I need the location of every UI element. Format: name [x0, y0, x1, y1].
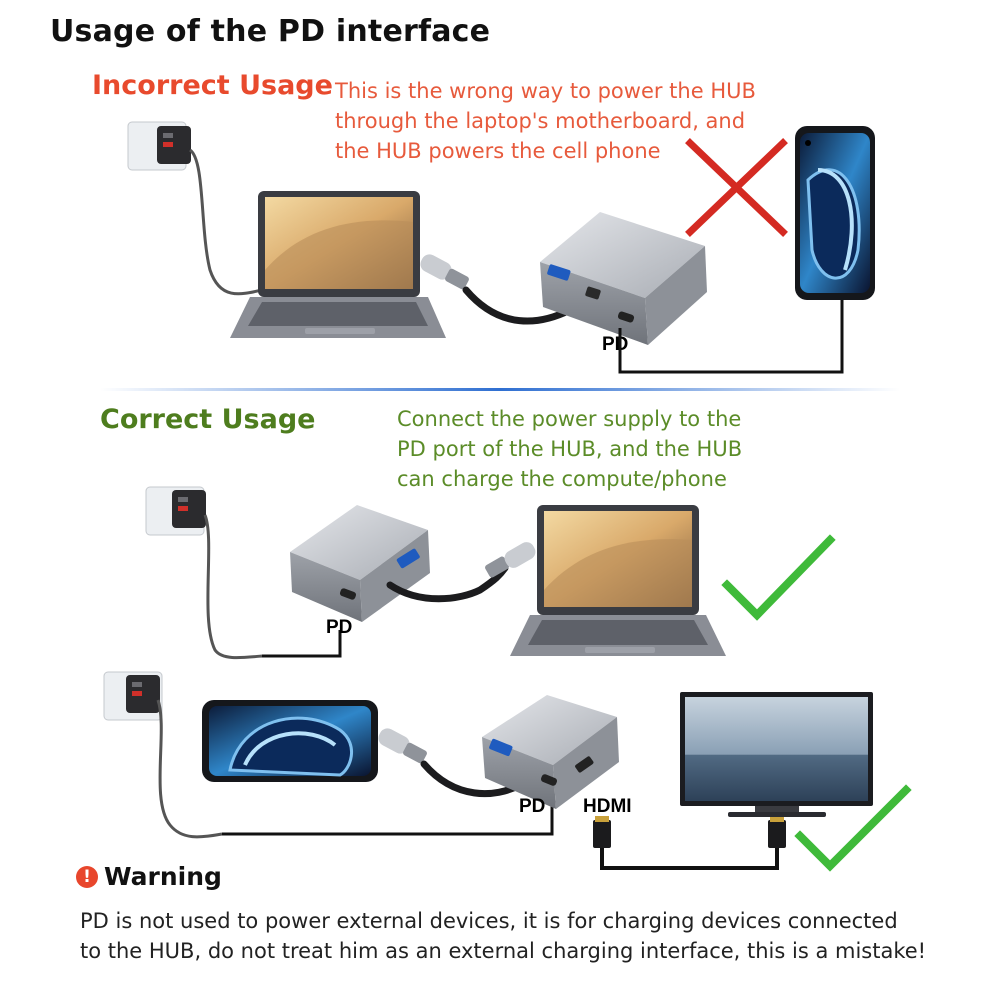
pd-label: PD: [602, 334, 628, 355]
warning-text: PD is not used to power external devices…: [80, 906, 980, 966]
laptop: [230, 191, 446, 338]
charger-cable: [188, 148, 263, 296]
cross-icon: [685, 138, 788, 237]
television: [680, 692, 873, 817]
hdmi-cable: [593, 816, 786, 870]
wall-charger: [103, 671, 163, 721]
correct-desc-line: can charge the compute/phone: [397, 467, 727, 491]
warning-text-line: PD is not used to power external devices…: [80, 909, 898, 933]
check-icon: [721, 534, 836, 621]
incorrect-desc-line: through the laptop's motherboard, and: [335, 109, 746, 133]
pd-cable: [222, 806, 554, 836]
correct-desc-line: Connect the power supply to the: [397, 407, 742, 431]
charger-cable: [156, 699, 223, 839]
page-title: Usage of the PD interface: [50, 14, 491, 49]
smartphone: [795, 126, 875, 300]
usb-hub: [540, 212, 707, 345]
pd-cable: [618, 300, 844, 374]
incorrect-desc-line: the HUB powers the cell phone: [335, 139, 661, 163]
usb-hub: [482, 695, 619, 809]
warning-header: ! Warning: [76, 862, 222, 891]
incorrect-desc-line: This is the wrong way to power the HUB: [335, 79, 756, 103]
hdmi-label: HDMI: [583, 796, 632, 817]
incorrect-usage-heading: Incorrect Usage: [92, 70, 333, 101]
charger-cable: [203, 514, 263, 660]
pd-label: PD: [519, 796, 545, 817]
warning-icon: !: [76, 865, 98, 888]
wall-charger: [127, 121, 191, 171]
usb-c-cable: [386, 542, 536, 603]
correct-desc-line: PD port of the HUB, and the HUB: [397, 437, 743, 461]
check-icon: [794, 784, 912, 872]
laptop: [510, 505, 726, 656]
correct-usage-heading: Correct Usage: [100, 404, 316, 435]
smartphone: [202, 700, 378, 782]
warning-title: Warning: [104, 862, 222, 891]
pd-cable: [262, 630, 342, 658]
wall-charger: [145, 486, 206, 536]
section-divider: [100, 388, 900, 391]
pd-label: PD: [326, 617, 352, 638]
incorrect-usage-description: This is the wrong way to power the HUB t…: [335, 76, 795, 166]
warning-text-line: to the HUB, do not treat him as an exter…: [80, 939, 927, 963]
usb-hub: [290, 505, 430, 622]
correct-usage-description: Connect the power supply to the PD port …: [397, 404, 817, 494]
